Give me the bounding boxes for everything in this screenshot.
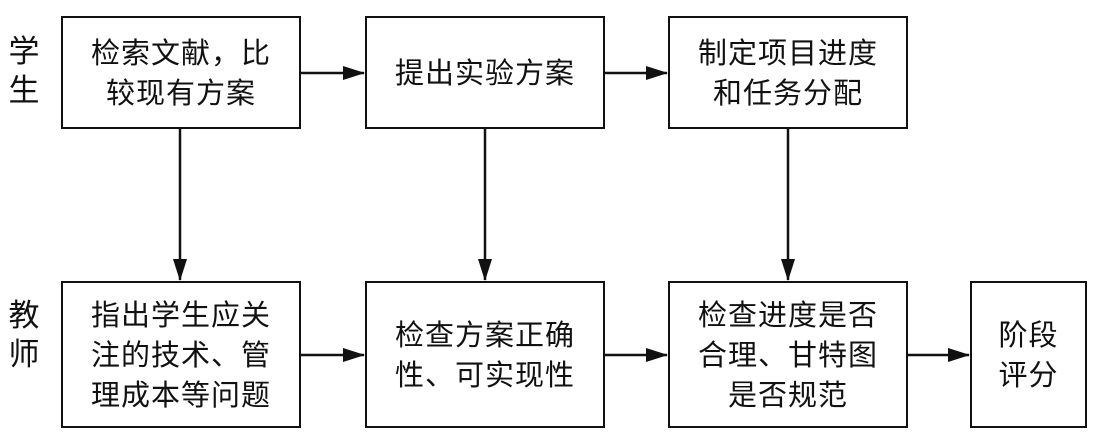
box-stage-grading: 阶段 评分 — [970, 281, 1087, 428]
box-check-plan: 检查方案正确 性、可实现性 — [365, 281, 605, 428]
box-propose-plan-text: 提出实验方案 — [394, 55, 575, 90]
box-check-plan-text: 检查方案正确 性、可实现性 — [394, 317, 575, 392]
box-point-out-focus: 指出学生应关 注的技术、管 理成本等问题 — [61, 281, 301, 428]
row-label-student-char-2: 生 — [8, 73, 40, 109]
row-label-student-char-1: 学 — [8, 34, 40, 70]
box-stage-grading-text: 阶段 评分 — [998, 317, 1059, 392]
box-propose-plan: 提出实验方案 — [365, 16, 605, 129]
row-label-teacher-char-2: 师 — [8, 337, 40, 373]
box-schedule-tasks-text: 制定项目进度 和任务分配 — [697, 35, 878, 110]
box-schedule-tasks: 制定项目进度 和任务分配 — [668, 16, 908, 129]
box-search-literature: 检索文献，比 较现有方案 — [61, 16, 301, 129]
row-label-teacher-char-1: 教 — [8, 298, 40, 334]
box-check-progress-text: 检查进度是否 合理、甘特图 是否规范 — [697, 297, 878, 412]
box-search-literature-text: 检索文献，比 较现有方案 — [90, 35, 271, 110]
box-check-progress: 检查进度是否 合理、甘特图 是否规范 — [668, 281, 908, 428]
row-label-student: 学 生 — [4, 33, 44, 111]
row-label-teacher: 教 师 — [4, 297, 44, 375]
box-point-out-focus-text: 指出学生应关 注的技术、管 理成本等问题 — [90, 297, 271, 412]
